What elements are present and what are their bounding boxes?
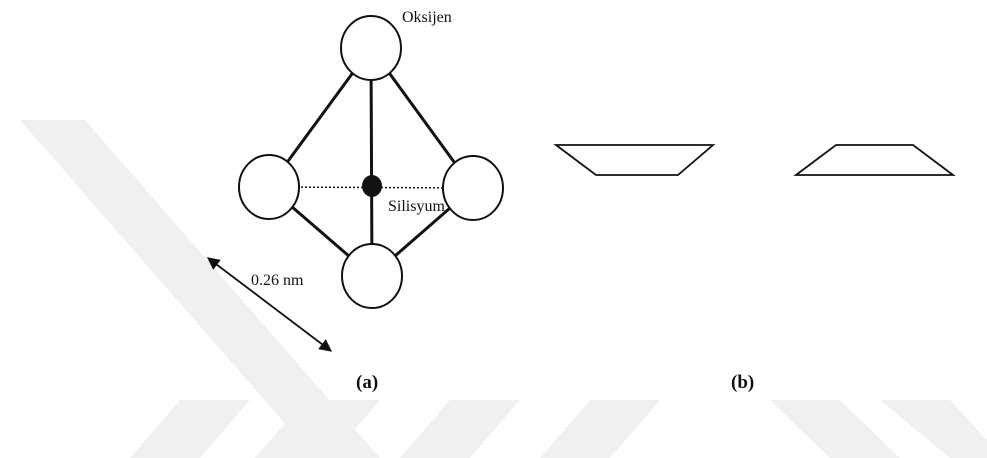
tetrahedron-symbols <box>553 144 956 176</box>
tetrahedron-diagram: Oksijen Silisyum 0.26 nm <box>206 9 504 352</box>
oxygen-atom-bottom <box>341 243 403 309</box>
distance-arrow <box>206 257 333 352</box>
oxygen-atom-right <box>442 155 504 221</box>
oxygen-atom-top <box>340 15 402 81</box>
tetrahedron-symbol-upright <box>793 144 956 176</box>
watermark-stripes <box>20 120 987 458</box>
caption-a: (a) <box>356 372 378 393</box>
distance-label: 0.26 nm <box>251 272 304 289</box>
silicon-atom <box>362 175 382 197</box>
oxygen-atom-left <box>238 154 300 220</box>
oxygen-label: Oksijen <box>402 9 452 26</box>
silicon-label: Silisyum <box>388 198 445 215</box>
tetrahedron-symbol-inverted <box>553 144 716 176</box>
edge-top-bottom <box>369 47 374 277</box>
caption-b: (b) <box>731 372 754 393</box>
